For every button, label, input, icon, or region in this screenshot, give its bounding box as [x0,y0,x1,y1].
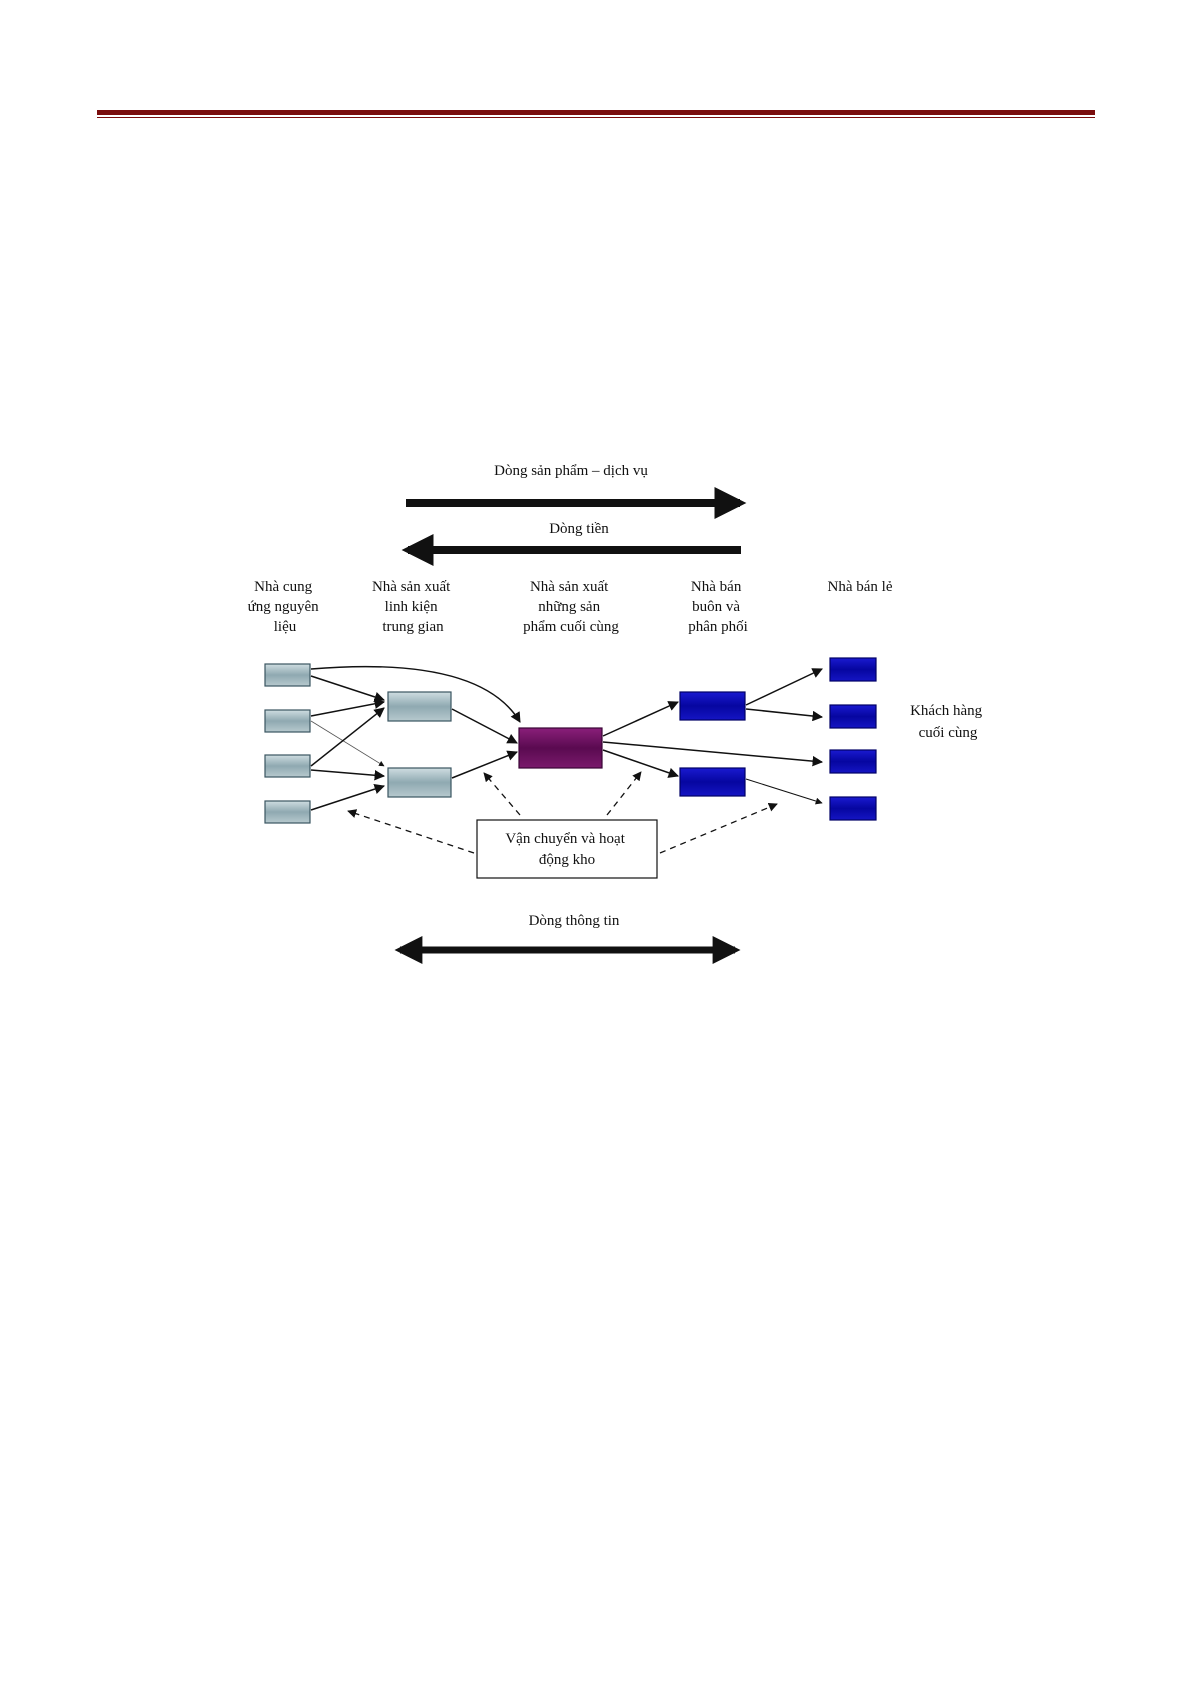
link-final-distributor1 [603,702,678,736]
final-manufacturer-box [519,728,602,768]
link-supplier1-component1 [311,676,384,700]
distributor-box [680,768,745,796]
supplier-box [265,755,310,777]
link-supplier2-component1 [311,702,384,716]
logistics-to-retail [660,804,777,853]
stage-label-raw-material-suppliers: Nhà cung ứng nguyên liệu [248,579,323,635]
retailer-box [830,797,876,820]
supplier-box [265,710,310,732]
logistics-to-final-left [484,773,520,815]
retailer-box [830,705,876,728]
retailer-boxes [830,658,876,820]
link-supplier2-component2 [311,721,384,766]
stage-label-wholesalers-distributors: Nhà bán buôn và phân phối [688,579,748,635]
end-customers-label: Khách hàng cuối cùng [910,703,986,741]
supplier-box [265,664,310,686]
retailer-box [830,750,876,773]
link-final-distributor2 [603,750,678,776]
supplier-box [265,801,310,823]
logistics-to-final-right [607,772,641,815]
link-supplier3-component2 [311,770,384,776]
logistics-box [477,820,657,878]
stage-label-component-manufacturers: Nhà sản xuất linh kiện trung gian [372,579,454,635]
supplier-boxes [265,664,310,823]
link-supplier4-component2 [311,786,384,810]
component-manufacturer-box [388,692,451,721]
stage-label-retailers: Nhà bán lẻ [828,579,893,595]
link-final-retailer3 [603,742,822,762]
link-component1-final [452,709,517,743]
component-manufacturer-box [388,768,451,797]
flow-label-money: Dòng tiền [549,521,609,537]
link-component2-final [452,752,517,778]
component-manufacturer-boxes [388,692,451,797]
retailer-box [830,658,876,681]
link-supplier3-component1 [311,708,384,766]
flow-label-product-service: Dòng sản phẩm – dịch vụ [494,463,648,479]
flow-label-information: Dòng thông tin [529,913,620,929]
link-distributor2-retailer4 [746,779,822,803]
link-distributor1-retailer1 [746,669,822,705]
link-distributor1-retailer2 [746,709,822,717]
distributor-box [680,692,745,720]
distributor-boxes [680,692,745,796]
stage-label-final-manufacturers: Nhà sản xuất những sản phẩm cuối cùng [523,579,619,635]
logistics-to-components [348,811,474,853]
